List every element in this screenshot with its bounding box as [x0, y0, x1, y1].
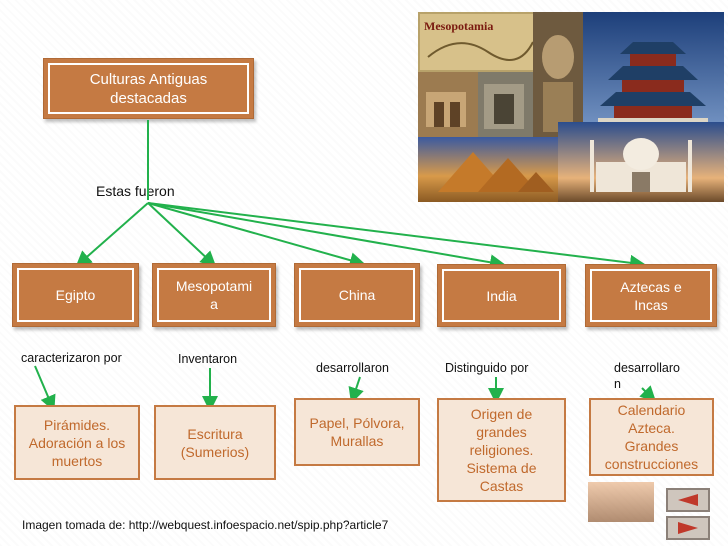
culture-label: Aztecas e Incas [616, 278, 685, 314]
culture-box-aztecas: Aztecas e Incas [585, 264, 717, 327]
culture-label: Mesopotami a [172, 277, 256, 313]
next-arrow-icon [677, 521, 699, 535]
result-box-china: Papel, Pólvora, Murallas [294, 398, 420, 466]
culture-box-china: China [294, 263, 420, 327]
arrow-egipto-result [35, 366, 52, 406]
connector-label-aztecas: desarrollaro n [614, 360, 680, 392]
decorative-thumbnail [588, 482, 654, 522]
arrow-aztecas [148, 203, 640, 264]
connector-label-mesopotamia: Inventaron [178, 351, 237, 367]
image-credit: Imagen tomada de: http://webquest.infoes… [22, 518, 388, 532]
culture-label: Egipto [52, 286, 100, 304]
connector-label-egipto: caracterizaron por [21, 350, 122, 366]
connector-label-india: Distinguido por [445, 360, 528, 376]
result-box-egipto: Pirámides. Adoración a los muertos [14, 405, 140, 480]
next-slide-button[interactable] [666, 516, 710, 540]
result-box-mesopotamia: Escritura (Sumerios) [154, 405, 276, 480]
culture-box-egipto: Egipto [12, 263, 139, 327]
arrow-egipto [80, 203, 148, 263]
culture-box-mesopotamia: Mesopotami a [152, 263, 276, 327]
previous-slide-button[interactable] [666, 488, 710, 512]
result-box-aztecas: Calendario Azteca. Grandes construccione… [589, 398, 714, 476]
connector-label-china: desarrollaron [316, 360, 389, 376]
arrow-china-result [353, 377, 360, 398]
culture-label: China [335, 286, 380, 304]
culture-box-india: India [437, 264, 566, 327]
arrow-india [148, 203, 500, 264]
previous-arrow-icon [677, 493, 699, 507]
culture-label: India [482, 287, 520, 305]
result-box-india: Origen de grandes religiones. Sistema de… [437, 398, 566, 502]
